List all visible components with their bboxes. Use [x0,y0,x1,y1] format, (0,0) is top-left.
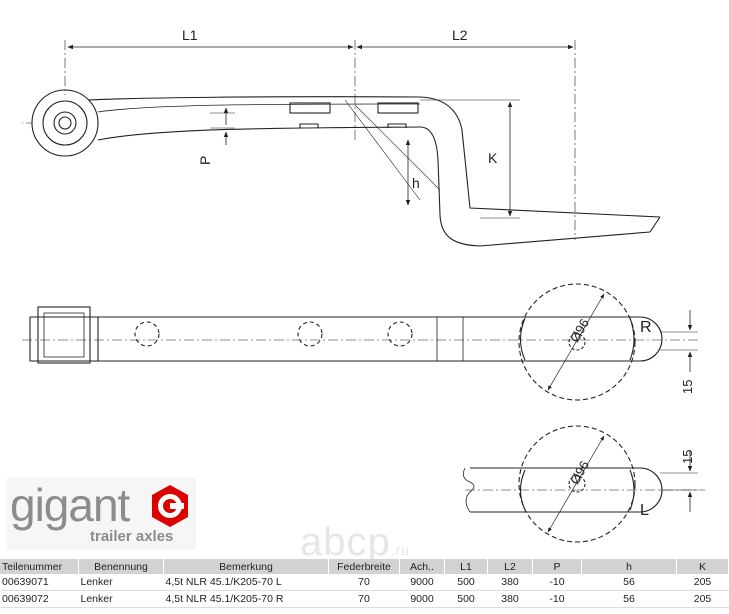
cell-p: -10 [532,590,582,608]
side-view [22,40,661,247]
eye-bushing [37,306,91,364]
col-ach: Ach.. [399,559,445,574]
col-bemerkung: Bemerkung [163,559,329,574]
cell-federbreite: 70 [328,574,400,591]
cell-l1: 500 [444,574,488,591]
top-view-right [22,283,700,401]
cell-h: 56 [581,574,677,591]
cell-federbreite: 70 [328,590,400,608]
col-k: K [676,559,729,574]
bore-circle-l [518,425,636,543]
watermark-text: abcp [300,520,391,564]
cell-p: -10 [532,574,582,591]
bore-circle-r [518,283,636,401]
cell-l2: 380 [487,590,533,608]
cell-ach: 9000 [399,590,445,608]
logo-wordmark: gigant [10,479,130,531]
label-r: R [640,319,652,336]
top-view-left [462,425,705,543]
label-l2: L2 [452,27,468,43]
col-l1: L1 [444,559,488,574]
col-federbreite: Federbreite [328,559,400,574]
label-l1: L1 [182,27,198,43]
label-15-l: 15 [680,450,695,464]
hex-nut-icon [152,485,188,527]
col-teilenummer: Teilenummer [0,559,79,574]
table-header-row: Teilenummer Benennung Bemerkung Federbre… [0,559,729,574]
technical-drawing: L1 L2 K h P R Ø96 15 [22,27,705,543]
table-row: 00639071 Lenker 4,5t NLR 45.1/K205-70 L … [0,574,729,591]
table-row: 00639072 Lenker 4,5t NLR 45.1/K205-70 R … [0,590,729,608]
cell-bemerkung: 4,5t NLR 45.1/K205-70 R [163,590,329,608]
label-h: h [412,175,420,191]
cell-l2: 380 [487,574,533,591]
cell-benennung: Lenker [78,574,164,591]
cell-bemerkung: 4,5t NLR 45.1/K205-70 L [163,574,329,591]
watermark: abcp.ru [300,520,410,565]
cell-l1: 500 [444,590,488,608]
label-k: K [488,150,498,166]
cell-k: 205 [676,590,729,608]
cell-teilenummer: 00639071 [0,574,79,591]
watermark-suffix: .ru [390,542,411,558]
gigant-logo: gigant trailer axles [6,478,196,550]
cell-h: 56 [581,590,677,608]
col-p: P [532,559,582,574]
col-benennung: Benennung [78,559,164,574]
label-15-r: 15 [680,380,695,394]
cell-ach: 9000 [399,574,445,591]
cell-benennung: Lenker [78,590,164,608]
cell-k: 205 [676,574,729,591]
parts-table: Teilenummer Benennung Bemerkung Federbre… [0,559,729,608]
logo-subtitle: trailer axles [90,528,174,545]
col-l2: L2 [487,559,533,574]
col-h: h [581,559,677,574]
label-l: L [640,502,649,519]
label-p: P [197,156,213,165]
cell-teilenummer: 00639072 [0,590,79,608]
